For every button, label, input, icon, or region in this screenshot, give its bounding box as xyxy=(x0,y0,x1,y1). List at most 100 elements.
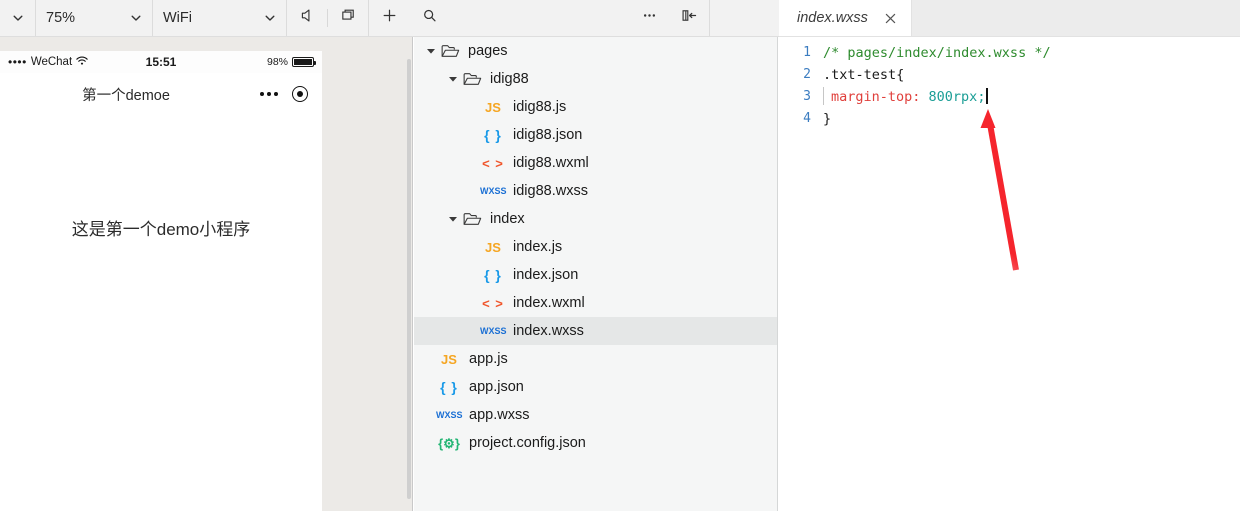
chevron-down-icon xyxy=(264,12,276,24)
app-page-body: 这是第一个demo小程序 xyxy=(0,115,322,511)
search-icon xyxy=(421,7,438,29)
editor-tab-index-wxss[interactable]: index.wxss xyxy=(779,0,912,36)
status-bar-right: 98% xyxy=(204,56,316,68)
phone-status-bar: •••• WeChat 15:51 98% xyxy=(0,51,322,73)
simulator-panel: •••• WeChat 15:51 98% xyxy=(0,37,413,511)
window-mode-button[interactable] xyxy=(328,0,368,36)
tree-file-idig88-wxml[interactable]: < >idig88.wxml xyxy=(414,149,777,177)
tree-file-app-wxss[interactable]: WXSS app.wxss xyxy=(414,401,777,429)
capsule-more-icon[interactable] xyxy=(260,92,278,96)
tree-item-label: idig88.json xyxy=(513,127,583,143)
editor-tab-strip: index.wxss xyxy=(779,0,1240,37)
carrier-label: WeChat xyxy=(30,56,73,68)
txt-test-element: 这是第一个demo小程序 xyxy=(71,220,251,239)
collapse-panel-button[interactable] xyxy=(669,0,709,36)
zoom-level-dropdown[interactable]: 75% xyxy=(36,0,153,36)
tree-file-index-json[interactable]: { }index.json xyxy=(414,261,777,289)
tree-item-label: app.js xyxy=(469,351,508,367)
status-bar-time: 15:51 xyxy=(145,55,177,69)
speaker-icon xyxy=(299,7,316,29)
tree-file-app-json[interactable]: { } app.json xyxy=(414,373,777,401)
battery-percent-label: 98% xyxy=(266,56,288,68)
line-number: 4 xyxy=(803,111,811,126)
more-options-button[interactable] xyxy=(629,0,669,36)
wxss-file-icon: WXSS xyxy=(436,409,463,420)
tree-item-label: pages xyxy=(468,43,508,59)
network-type-value: WiFi xyxy=(163,10,192,26)
toolbar-divider xyxy=(327,9,328,27)
text-cursor xyxy=(986,88,988,104)
tree-folder-index[interactable]: index xyxy=(414,205,777,233)
code-line-3: 3 margin-top: 800rpx; xyxy=(779,86,1240,108)
folder-open-icon xyxy=(463,211,482,227)
tree-item-label: index xyxy=(490,211,525,227)
editor-tab-label: index.wxss xyxy=(797,10,868,26)
tree-folder-idig88[interactable]: idig88 xyxy=(414,65,777,93)
editor-tab-strip-empty xyxy=(911,0,1240,36)
tree-file-app-js[interactable]: JS app.js xyxy=(414,345,777,373)
window-copy-icon xyxy=(340,7,357,29)
battery-icon xyxy=(292,57,316,67)
tree-item-label: project.config.json xyxy=(469,435,586,451)
simulator-scrollbar[interactable] xyxy=(407,59,411,499)
tree-folder-pages[interactable]: pages xyxy=(414,37,777,65)
close-icon[interactable] xyxy=(884,12,897,25)
collapse-panel-left-icon xyxy=(680,7,699,29)
wxss-file-icon: WXSS xyxy=(480,325,507,336)
status-bar-left: •••• WeChat xyxy=(8,55,118,69)
chevron-down-icon xyxy=(12,12,24,24)
capsule-buttons xyxy=(260,86,308,102)
tree-item-label: index.json xyxy=(513,267,579,283)
json-file-icon: { } xyxy=(440,379,458,395)
code-line-4: 4 } xyxy=(779,108,1240,130)
phone-frame: •••• WeChat 15:51 98% xyxy=(0,51,322,511)
chevron-down-icon[interactable] xyxy=(446,212,460,226)
tree-file-idig88-js[interactable]: JS idig88.js xyxy=(414,93,777,121)
tree-item-label: index.wxss xyxy=(513,323,584,339)
code-token-close-brace: } xyxy=(823,111,832,127)
left-stub-dropdown[interactable] xyxy=(0,0,36,36)
add-file-button[interactable] xyxy=(369,0,409,36)
code-line-1: 1 /* pages/index/index.wxss */ xyxy=(779,42,1240,64)
toolbar-spacer xyxy=(449,0,629,36)
tree-file-index-wxml[interactable]: < >index.wxml xyxy=(414,289,777,317)
volume-button[interactable] xyxy=(287,0,327,36)
tree-item-label: idig88.wxss xyxy=(513,183,588,199)
signal-dots-icon: •••• xyxy=(8,55,27,69)
tree-item-label: app.wxss xyxy=(469,407,530,423)
code-token-property: margin-top: xyxy=(831,89,921,105)
tree-item-label: index.wxml xyxy=(513,295,585,311)
code-token-selector: .txt-test{ xyxy=(823,67,905,83)
js-file-icon: JS xyxy=(441,351,457,367)
js-file-icon: JS xyxy=(485,239,501,255)
code-content[interactable]: 1 /* pages/index/index.wxss */ 2 .txt-te… xyxy=(779,37,1240,511)
tree-file-index-js[interactable]: JS index.js xyxy=(414,233,777,261)
tree-item-label: idig88.wxml xyxy=(513,155,589,171)
code-line-2: 2 .txt-test{ xyxy=(779,64,1240,86)
network-type-dropdown[interactable]: WiFi xyxy=(153,0,287,36)
app-page-title: 第一个demoe xyxy=(82,87,170,104)
line-number: 1 xyxy=(803,45,811,60)
tree-file-index-wxss[interactable]: WXSS index.wxss xyxy=(414,317,777,345)
tree-file-project-config-json[interactable]: {⚙}project.config.json xyxy=(414,429,777,457)
app-navigation-bar: 第一个demoe xyxy=(0,73,322,115)
indent-guide xyxy=(823,87,824,105)
capsule-target-icon[interactable] xyxy=(292,86,308,102)
tree-item-label: idig88.js xyxy=(513,99,567,115)
tree-file-idig88-json[interactable]: { } idig88.json xyxy=(414,121,777,149)
chevron-down-icon[interactable] xyxy=(424,44,438,58)
wifi-icon xyxy=(76,56,88,69)
tree-item-label: idig88 xyxy=(490,71,529,87)
tree-item-label: index.js xyxy=(513,239,563,255)
search-button[interactable] xyxy=(409,0,449,36)
chevron-down-icon[interactable] xyxy=(446,72,460,86)
code-editor-panel: index.wxss 1 /* pages/index/index.wxss *… xyxy=(779,0,1240,511)
wxss-file-icon: WXSS xyxy=(480,185,507,196)
json-file-icon: { } xyxy=(484,127,502,143)
chevron-down-icon xyxy=(130,12,142,24)
code-token-value: 800rpx; xyxy=(928,89,986,105)
js-file-icon: JS xyxy=(485,99,501,115)
tree-item-label: app.json xyxy=(469,379,524,395)
tree-file-idig88-wxss[interactable]: WXSS idig88.wxss xyxy=(414,177,777,205)
